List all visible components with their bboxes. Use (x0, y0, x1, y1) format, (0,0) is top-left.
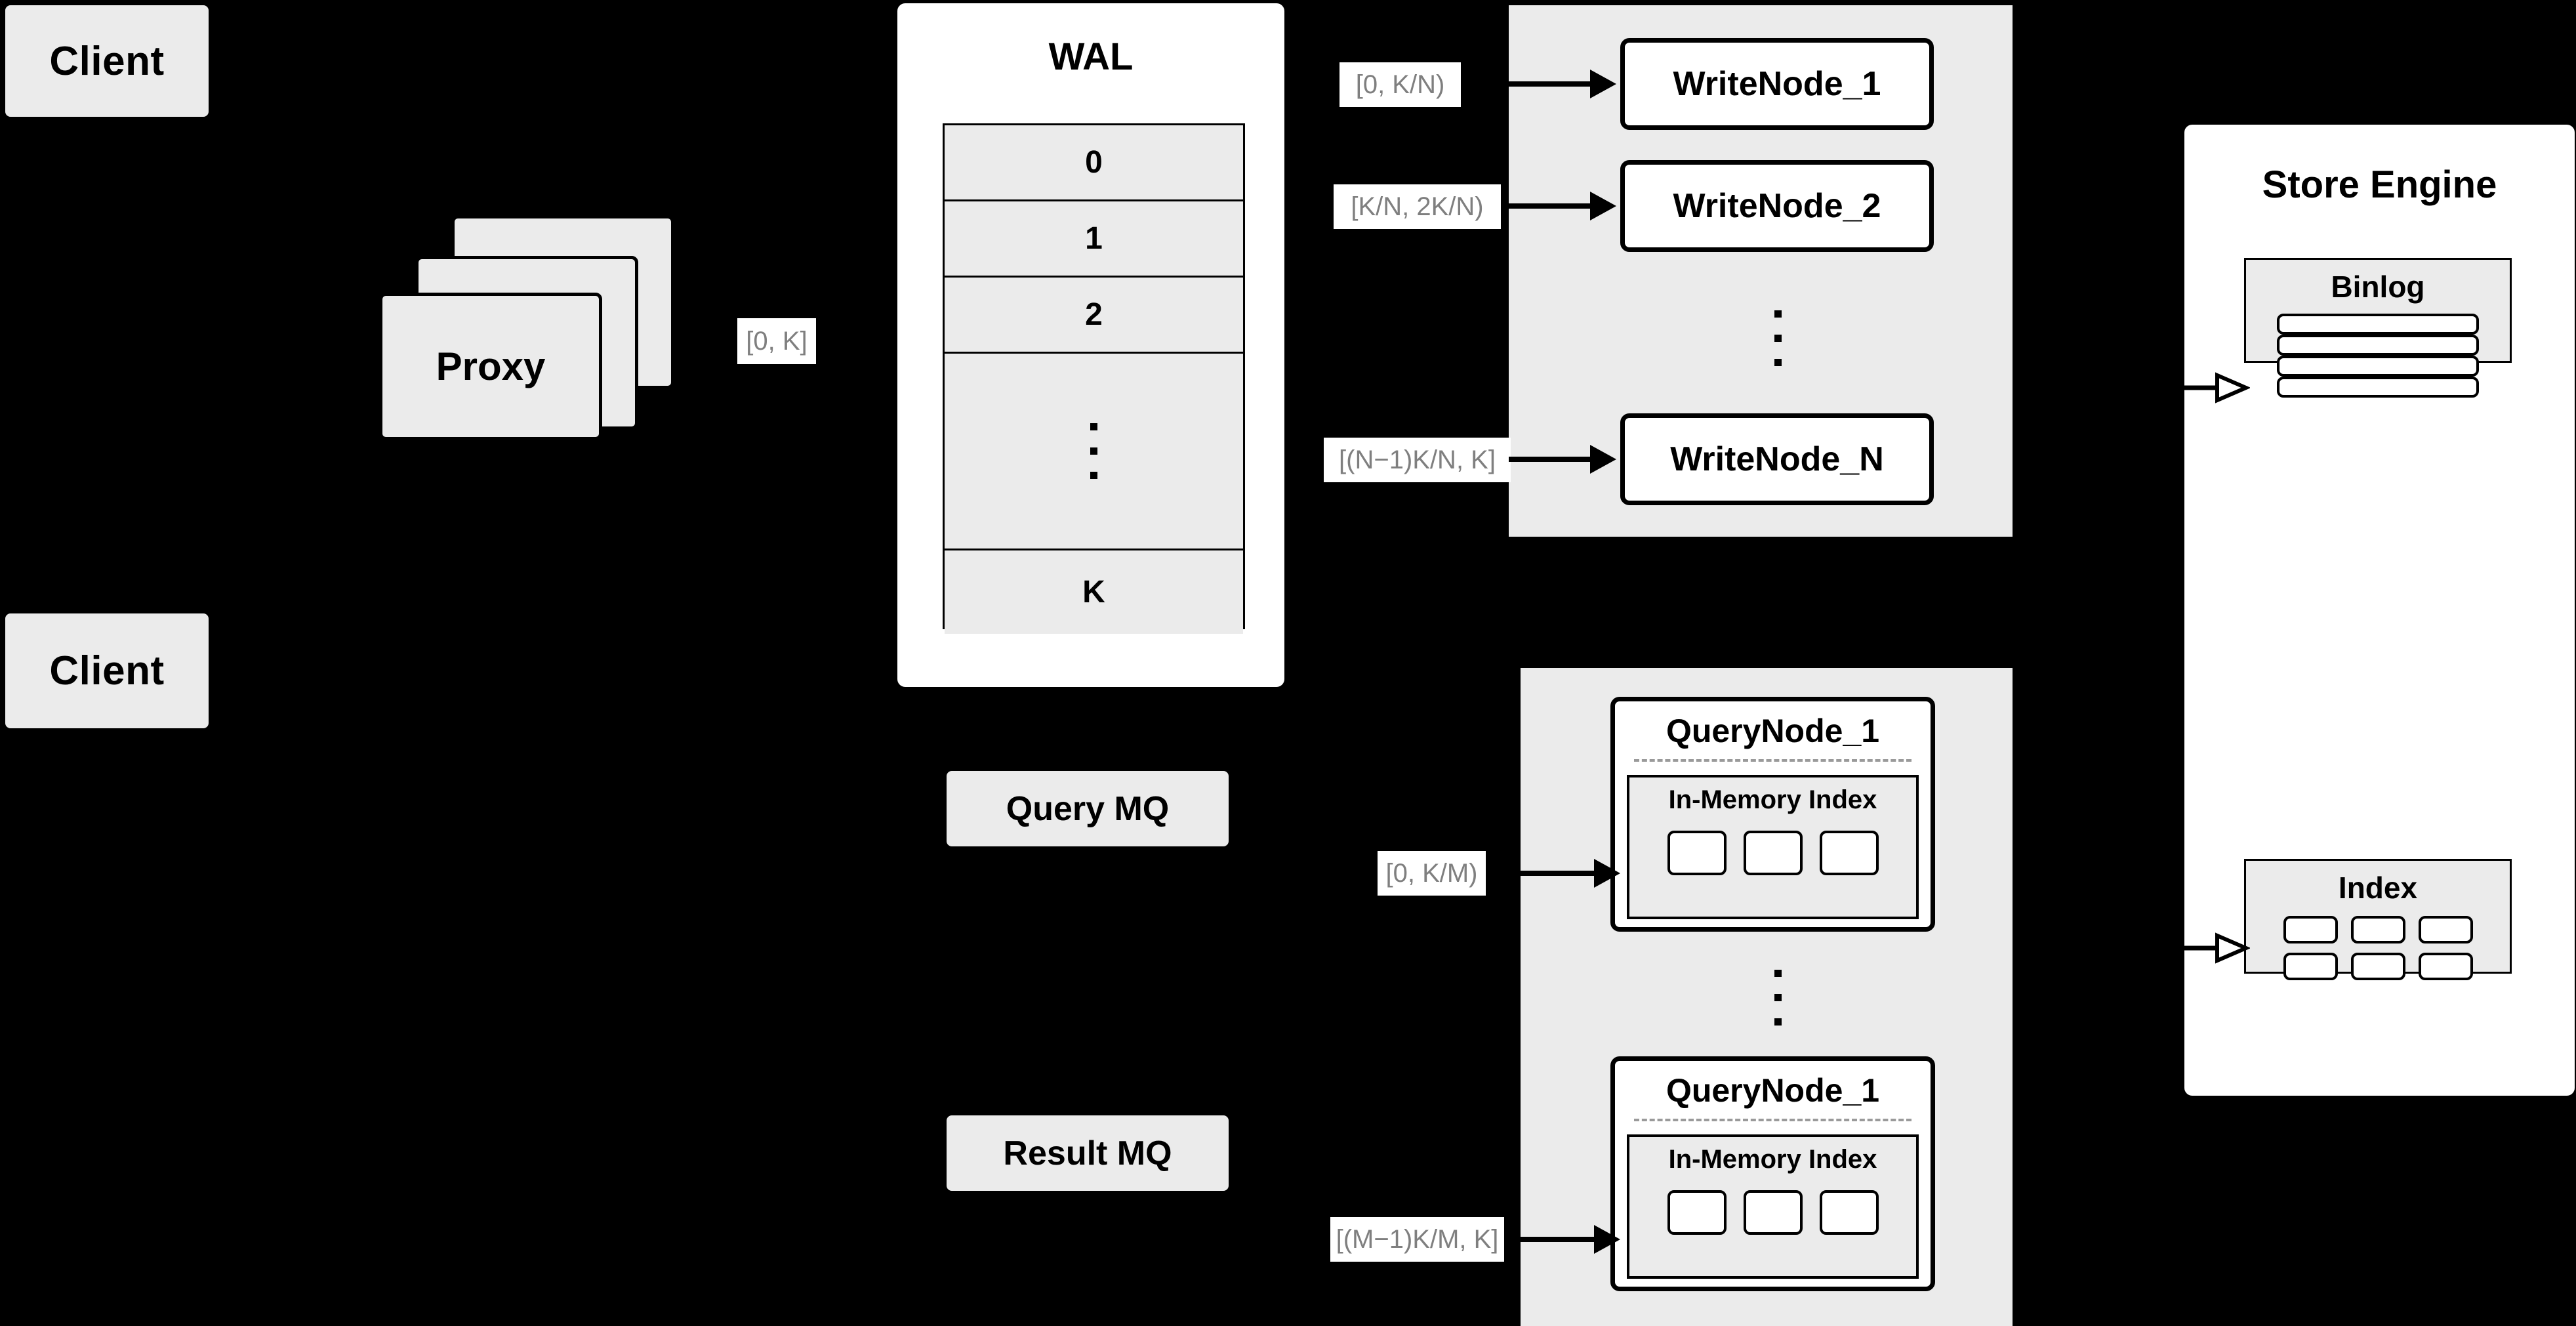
index-title: Index (2338, 871, 2418, 905)
arrow-line-query-1 (1521, 871, 1599, 876)
query-cluster-ellipsis-icon (1765, 942, 1791, 1053)
query-node-title: QueryNode_1 (1666, 1072, 1880, 1109)
proxy-stack[interactable]: Proxy (379, 215, 674, 440)
query-node-separator (1633, 759, 1912, 762)
index-panel: Index (2244, 859, 2512, 980)
query-node-1[interactable]: QueryNode_1 In-Memory Index (1610, 697, 1935, 932)
client-box-2[interactable]: Client (5, 613, 209, 728)
write-node-2-range-tag: [K/N, 2K/N) (1334, 184, 1501, 229)
index-cell[interactable] (1667, 831, 1727, 875)
arrow-line-query-2 (1521, 1237, 1599, 1242)
result-mq-box[interactable]: Result MQ (947, 1115, 1229, 1191)
wal-rows: 0 1 2 K (943, 123, 1245, 634)
store-engine-title: Store Engine (2262, 163, 2497, 206)
vertical-ellipsis-icon (1090, 423, 1097, 479)
arrow-head-query-2 (1594, 1225, 1620, 1254)
in-memory-index-cells (1667, 1190, 1879, 1235)
arrow-index-hollow-icon (2184, 932, 2250, 964)
wal-row-ellipsis (945, 354, 1243, 550)
wal-row-label: 1 (1085, 221, 1103, 256)
wal-row[interactable]: K (945, 550, 1243, 634)
client-label: Client (49, 648, 165, 694)
binlog-bar[interactable] (2277, 314, 2479, 335)
binlog-bars (2277, 314, 2479, 398)
arrow-line-write-n (1509, 457, 1594, 462)
arrow-head-write-n (1590, 445, 1616, 474)
arrow-binlog-hollow-icon (2184, 371, 2250, 404)
arrow-line-write-2 (1509, 203, 1594, 209)
write-node-1-range-tag: [0, K/N) (1339, 62, 1461, 107)
range-text: [0, K/M) (1385, 858, 1478, 888)
wal-row[interactable]: 0 (945, 125, 1243, 201)
query-mq-box[interactable]: Query MQ (947, 771, 1229, 846)
write-node-label: WriteNode_2 (1673, 187, 1881, 225)
index-cell[interactable] (1743, 1190, 1803, 1235)
write-node-label: WriteNode_N (1670, 440, 1884, 478)
query-node-2-range-tag: [(M−1)K/M, K] (1330, 1217, 1504, 1262)
index-grid-cell[interactable] (2350, 953, 2405, 980)
in-memory-index-title: In-Memory Index (1668, 1145, 1877, 1174)
wal-title: WAL (1048, 35, 1134, 78)
write-node-n[interactable]: WriteNode_N (1620, 413, 1934, 505)
write-node-n-range-tag: [(N−1)K/N, K] (1324, 438, 1511, 482)
query-mq-label: Query MQ (1006, 789, 1170, 828)
binlog-bar[interactable] (2277, 335, 2479, 356)
wal-row[interactable]: 2 (945, 278, 1243, 354)
arrow-head-write-1 (1590, 70, 1616, 98)
wal-panel: WAL 0 1 2 K (897, 3, 1284, 687)
index-grid-cell[interactable] (2418, 953, 2473, 980)
index-cell[interactable] (1819, 1190, 1879, 1235)
in-memory-index-title: In-Memory Index (1668, 785, 1877, 814)
index-grid-cell[interactable] (2418, 916, 2473, 943)
range-text: [(N−1)K/N, K] (1339, 445, 1496, 474)
query-node-1-range-tag: [0, K/M) (1378, 851, 1486, 896)
store-engine-panel: Store Engine Binlog Index (2184, 125, 2575, 1096)
proxy-label: Proxy (436, 344, 546, 388)
index-grid (2283, 916, 2473, 980)
range-text: [0, K/N) (1355, 70, 1445, 99)
range-text: [(M−1)K/M, K] (1336, 1224, 1499, 1254)
in-memory-index-1: In-Memory Index (1627, 775, 1919, 919)
write-node-2[interactable]: WriteNode_2 (1620, 160, 1934, 252)
index-cell[interactable] (1819, 831, 1879, 875)
write-cluster-ellipsis-icon (1765, 282, 1791, 394)
write-node-1[interactable]: WriteNode_1 (1620, 38, 1934, 130)
binlog-panel: Binlog (2244, 258, 2512, 398)
client-label: Client (49, 38, 165, 84)
client-box-1[interactable]: Client (5, 5, 209, 117)
arrow-line-write-1 (1509, 81, 1594, 87)
query-node-title: QueryNode_1 (1666, 713, 1880, 749)
range-text: [K/N, 2K/N) (1351, 192, 1484, 221)
wal-row[interactable]: 1 (945, 201, 1243, 278)
arrow-head-write-2 (1590, 192, 1616, 220)
index-cell[interactable] (1667, 1190, 1727, 1235)
result-mq-label: Result MQ (1003, 1134, 1172, 1172)
in-memory-index-cells (1667, 831, 1879, 875)
index-cell[interactable] (1743, 831, 1803, 875)
index-grid-row (2283, 916, 2473, 943)
query-node-2[interactable]: QueryNode_1 In-Memory Index (1610, 1056, 1935, 1291)
proxy-card-front[interactable]: Proxy (379, 293, 602, 440)
index-grid-cell[interactable] (2350, 916, 2405, 943)
binlog-bar[interactable] (2277, 377, 2479, 398)
index-grid-cell[interactable] (2283, 953, 2338, 980)
index-grid-cell[interactable] (2283, 916, 2338, 943)
binlog-bar[interactable] (2277, 356, 2479, 377)
wal-row-label: 0 (1085, 145, 1103, 180)
write-node-label: WriteNode_1 (1673, 65, 1881, 103)
wal-row-label: 2 (1085, 297, 1103, 332)
query-node-separator (1633, 1119, 1912, 1121)
index-grid-row (2283, 953, 2473, 980)
proxy-range-tag: [0, K] (737, 318, 816, 364)
arrow-head-query-1 (1594, 859, 1620, 888)
wal-row-label: K (1082, 575, 1105, 610)
in-memory-index-2: In-Memory Index (1627, 1134, 1919, 1279)
proxy-range-text: [0, K] (746, 326, 808, 356)
binlog-title: Binlog (2331, 270, 2425, 304)
